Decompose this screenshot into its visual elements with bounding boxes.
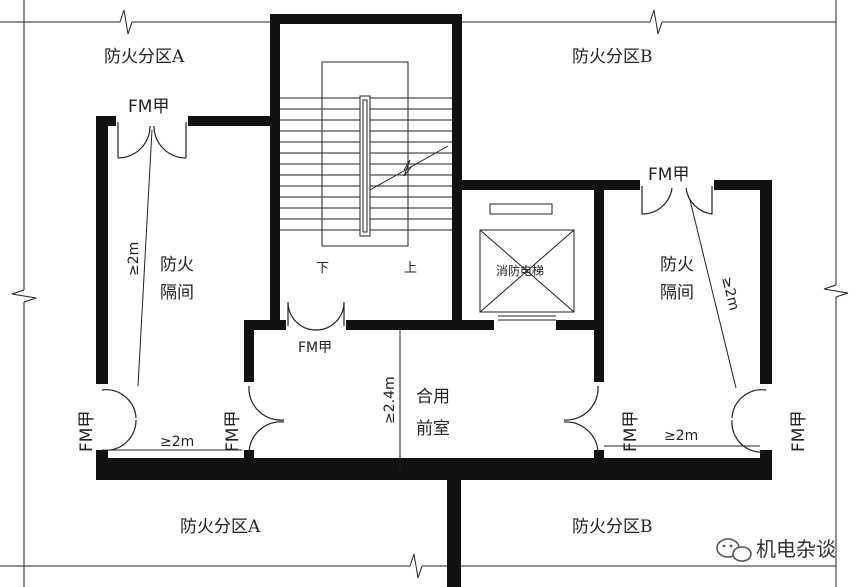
right-isolation-label-1: 防火 [660,255,694,275]
zone-label-bottom-right: 防火分区B [572,517,653,537]
fire-elevator [479,203,575,321]
left-isolation-label-1: 防火 [160,255,194,275]
door-label-right-top: FM甲 [648,165,689,185]
dimension-lines [110,129,760,451]
left-isolation-label-2: 隔间 [160,283,194,303]
dim-left-door-width: ≥2m [160,434,194,450]
fire-elevator-label: 消防电梯 [496,263,544,278]
shared-lobby-label-2: 前室 [416,419,450,439]
door-label-lobby-left: FM甲 [223,411,243,452]
door-label-right-bottom: FM甲 [789,411,809,452]
right-isolation-label-2: 隔间 [660,283,694,303]
door-label-left-top: FM甲 [128,97,169,117]
dim-right-isolation: ≥2m [718,275,742,312]
zone-label-bottom-left: 防火分区A [180,517,261,537]
dim-right-door-width: ≥2m [664,428,698,444]
watermark: 机电杂谈 [716,537,836,562]
doors [101,122,767,453]
shared-lobby-label-1: 合用 [416,387,450,407]
chat-bubble-icon [716,538,752,562]
staircase [280,61,452,247]
walls [96,14,772,587]
zone-label-top-right: 防火分区B [572,47,653,67]
dim-left-isolation: ≥2m [126,242,142,276]
zone-label-top-left: 防火分区A [104,47,185,67]
watermark-text: 机电杂谈 [756,537,836,561]
door-label-left-bottom: FM甲 [77,411,97,452]
door-label-lobby-right: FM甲 [621,411,641,452]
dim-lobby-width: ≥2.4m [382,376,398,424]
stair-down-label: 下 [316,261,329,276]
stair-up-label: 上 [404,261,417,276]
door-label-stair: FM甲 [298,340,332,356]
